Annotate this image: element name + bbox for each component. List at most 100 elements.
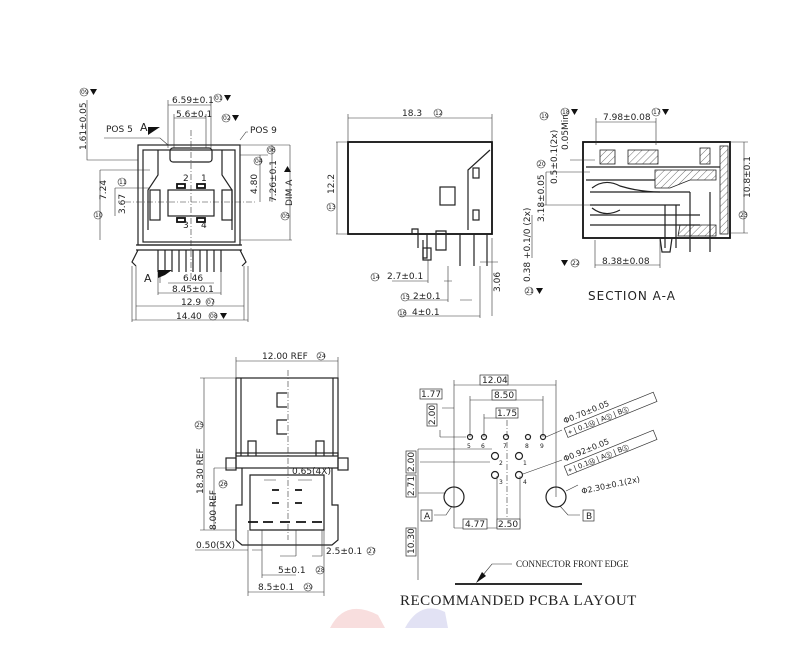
dim-12-04: 12.04 — [482, 376, 508, 386]
callout-04: 04 — [255, 158, 263, 165]
callout-05: 05 — [282, 213, 290, 220]
callout-27: 27 — [368, 548, 376, 555]
hole: 3 — [490, 470, 503, 486]
callout-21: 21 — [526, 288, 534, 295]
pcba-layout-title: RECOMMANDED PCBA LAYOUT — [400, 593, 637, 609]
watermark-logo — [330, 608, 448, 628]
dim-3-06: 3.06 — [493, 272, 503, 292]
hole-spec-big: Φ2.30±0.1(2x) — [581, 475, 641, 496]
callout-09: 09 — [81, 89, 89, 96]
dim-14-40: 14.40 — [176, 312, 202, 322]
dim-0-65: 0.65(4X) — [292, 467, 331, 477]
hole-label: 3 — [499, 479, 503, 486]
callout-08: 08 — [210, 313, 218, 320]
callout-10: 10 — [95, 212, 103, 219]
critical-dim-marker-icon — [662, 109, 669, 115]
critical-dim-marker-icon — [561, 260, 568, 266]
pin-label-4: 4 — [201, 221, 207, 231]
hole-label: 4 — [523, 479, 527, 486]
section-title: SECTION A-A — [588, 289, 676, 303]
hole: 5 — [466, 433, 474, 450]
bottom-view-dimensions — [195, 357, 339, 596]
hole: 9 — [539, 433, 547, 450]
dim-4-77: 4.77 — [465, 520, 485, 530]
front-view: 1.61±0.05 09 6.59±0.1 01 5.6±0.1 POS 5 A… — [79, 87, 295, 322]
hole: 6 — [480, 433, 488, 450]
hole: 1 — [514, 451, 527, 467]
front-view-outline — [125, 130, 255, 280]
hole-label: 6 — [481, 443, 485, 450]
callout-06: 06 — [268, 147, 276, 154]
callout-07: 07 — [207, 299, 215, 306]
dim-8-5: 8.5±0.1 — [258, 583, 294, 593]
callout-15: 15 — [402, 294, 410, 301]
dim-8-50: 8.50 — [494, 391, 514, 401]
dim-1-61: 1.61±0.05 — [79, 102, 89, 150]
dim-0-50: 0.50(5X) — [196, 541, 235, 551]
dim-6-59: 6.59±0.1 — [172, 96, 214, 106]
critical-dim-marker-icon — [284, 166, 291, 172]
dim-2-5: 2.5±0.1 — [326, 547, 362, 557]
section-view: 18 7.98±0.08 17 19 0.5±0.1(2x) 0.05Min 2… — [523, 107, 753, 303]
callout-12: 12 — [435, 110, 443, 117]
callout-23: 23 — [740, 212, 748, 219]
label-pos5: POS 5 — [106, 125, 133, 135]
dim-2-00: 2.00 — [428, 405, 438, 425]
section-marker-a: A — [140, 121, 148, 134]
callout-19: 19 — [541, 113, 549, 120]
critical-dim-marker-icon — [232, 115, 239, 121]
section-view-dimensions — [531, 118, 748, 268]
dim-2: 2±0.1 — [413, 292, 441, 302]
hole: 8 — [524, 433, 532, 450]
hole-label: 2 — [499, 460, 503, 467]
callout-18: 18 — [562, 109, 570, 116]
callout-28: 28 — [317, 567, 325, 574]
hole-label: 9 — [540, 443, 544, 450]
callout-13: 13 — [328, 204, 336, 211]
hole: 7 — [502, 433, 510, 450]
critical-dim-marker-icon — [220, 313, 227, 319]
dim-0-38: 0.38 +0.1/0 (2x) — [523, 208, 533, 282]
callout-11: 11 — [119, 179, 127, 186]
dim-12-2: 12.2 — [327, 174, 337, 194]
hole-label: 8 — [525, 443, 529, 450]
dim-8-00-ref: 8.00 REF — [209, 490, 219, 530]
hole-label: 7 — [503, 443, 507, 450]
dim-6-46: 6.46 — [183, 274, 203, 284]
dim-a: DIM A — [285, 179, 295, 206]
callout-20: 20 — [538, 161, 546, 168]
callout-16: 16 — [399, 310, 407, 317]
datum-b: B — [586, 512, 592, 522]
pin-label-1: 1 — [201, 174, 207, 184]
callout-29: 29 — [305, 584, 313, 591]
section-view-outline — [582, 141, 731, 253]
dim-10-8: 10.8±0.1 — [743, 156, 753, 198]
pin-label-2: 2 — [183, 174, 189, 184]
critical-dim-marker-icon — [571, 109, 578, 115]
callout-01: 01 — [215, 95, 223, 102]
dim-7-98: 7.98±0.08 — [603, 113, 651, 123]
dim-8-45: 8.45±0.1 — [172, 285, 214, 295]
connector-front-edge-label: CONNECTOR FRONT EDGE — [516, 559, 629, 569]
callout-02: 02 — [223, 115, 231, 122]
section-marker-a: A — [144, 272, 152, 285]
side-view: 18.3 12 12.2 13 14 2.7±0.1 15 2±0.1 16 4… — [326, 108, 503, 318]
dim-8-38: 8.38±0.08 — [602, 257, 650, 267]
callout-24: 24 — [318, 353, 326, 360]
mounting-hole-a — [443, 486, 465, 508]
pcba-layout: 5 6 7 8 9 2 1 3 4 12.04 1.77 8.50 2.00 1… — [400, 374, 658, 609]
dim-12-9: 12.9 — [181, 298, 201, 308]
hole: 4 — [514, 470, 527, 486]
dim-5: 5±0.1 — [278, 566, 306, 576]
hole-label: 1 — [523, 460, 527, 467]
bottom-view-outline — [225, 370, 349, 546]
datum-a: A — [424, 512, 431, 522]
pcba-holes: 5 6 7 8 9 2 1 3 4 — [443, 433, 567, 508]
dim-4-80: 4.80 — [250, 174, 260, 194]
callout-25: 25 — [196, 422, 204, 429]
bottom-view: 12.00 REF 24 18.30 REF 25 8.00 REF 26 0.… — [194, 351, 376, 596]
dim-3-67: 3.67 — [118, 194, 128, 214]
dim-7-26: 7.26±0.1 — [269, 160, 279, 202]
dim-12-00-ref: 12.00 REF — [262, 352, 308, 362]
dim-3-18: 3.18±0.05 — [537, 174, 547, 222]
